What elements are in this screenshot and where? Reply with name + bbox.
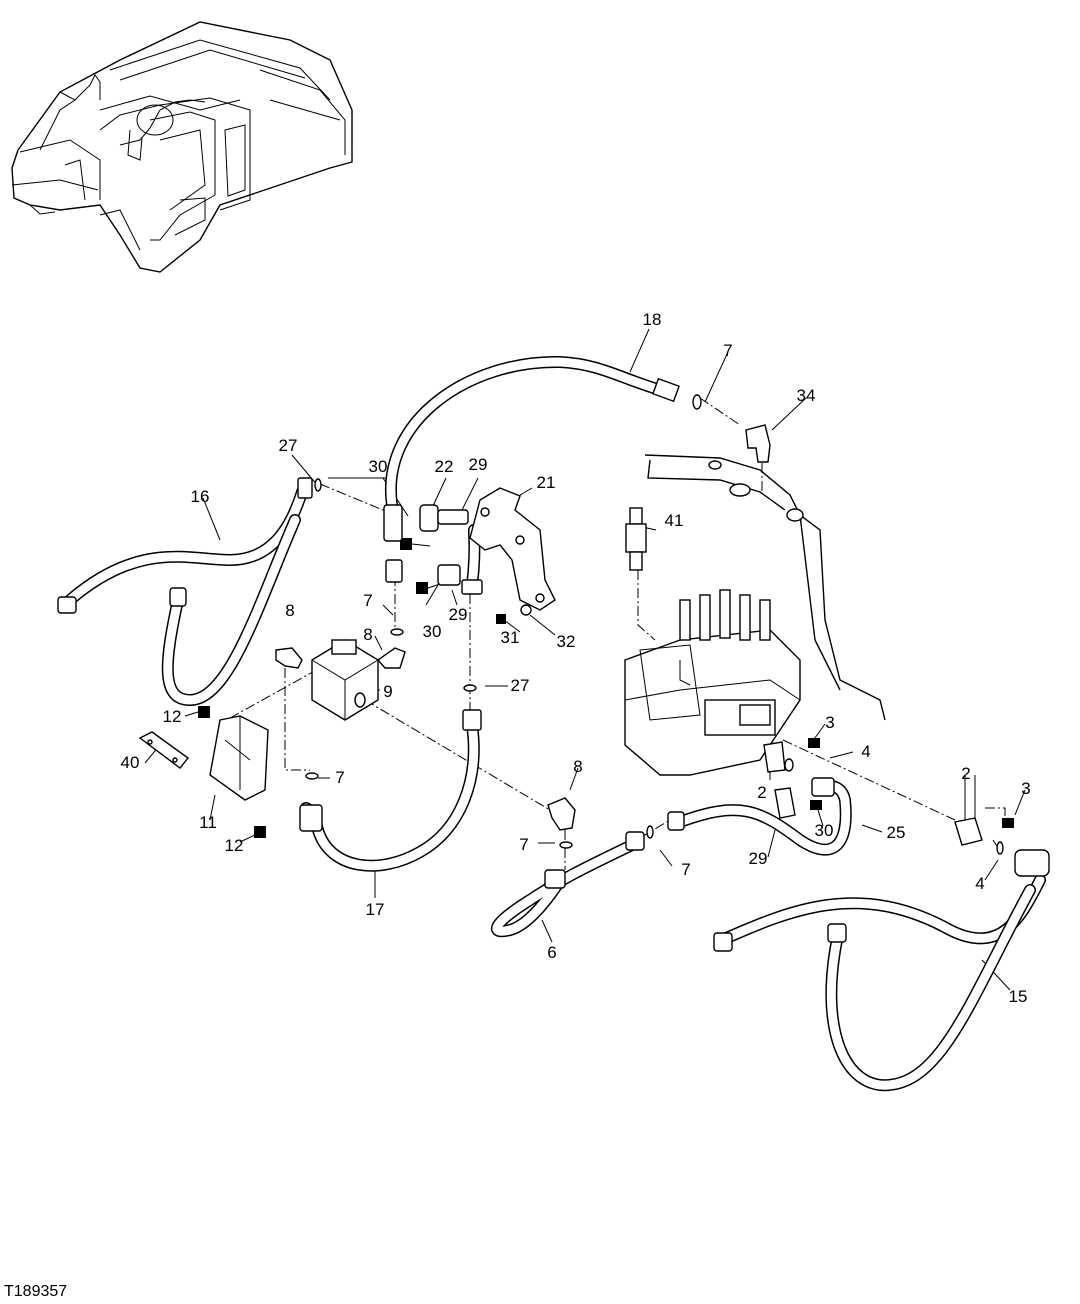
callout-21: 21: [537, 473, 556, 492]
elbow-fitting-8-left: [275, 647, 303, 669]
o-ring-4-upper: [784, 758, 794, 772]
callout-4: 4: [861, 742, 870, 761]
callout-12: 12: [163, 707, 182, 726]
o-ring-7-left: [305, 772, 319, 780]
callout-7: 7: [681, 860, 690, 879]
plate-40: [138, 731, 190, 769]
bracket-11: [209, 715, 269, 801]
callout-29: 29: [469, 455, 488, 474]
manifold-block-9: [311, 639, 379, 721]
hose-15: [713, 849, 1050, 1092]
elbow-fitting-8-lower: [547, 797, 576, 831]
bolt-3-right: [1002, 818, 1014, 828]
callout-30: 30: [815, 821, 834, 840]
callout-31: 31: [501, 628, 520, 647]
o-ring-4-lower: [996, 841, 1004, 855]
callout-34: 34: [797, 386, 816, 405]
callout-41: 41: [665, 511, 684, 530]
bolt-12-upper: [198, 706, 210, 718]
bolt-31: [496, 614, 506, 624]
figure-reference-number: T189357: [4, 1283, 67, 1300]
leader-lines: [144, 328, 1026, 991]
elbow-fitting-34: [745, 424, 771, 463]
clamp-22: [419, 504, 469, 532]
o-ring-27-upper: [314, 478, 322, 492]
o-ring-27-lower: [463, 684, 477, 692]
callout-7: 7: [723, 341, 732, 360]
callout-3: 3: [825, 713, 834, 732]
callout-29: 29: [449, 605, 468, 624]
bolt-30-upper: [400, 538, 431, 550]
flange-clamp-2-right: [954, 817, 983, 846]
callout-30: 30: [423, 622, 442, 641]
callout-27: 27: [511, 676, 530, 695]
hose-18-fitting: [383, 504, 403, 583]
callout-8: 8: [285, 601, 294, 620]
machine-overview-illustration: [11, 21, 353, 273]
callout-7: 7: [335, 768, 344, 787]
callout-22: 22: [435, 457, 454, 476]
callout-12: 12: [225, 836, 244, 855]
clamp-29-upper: [437, 564, 461, 586]
hose-18: [384, 355, 680, 511]
o-ring-7-bottom: [559, 841, 573, 849]
callout-7: 7: [519, 835, 528, 854]
callout-29: 29: [749, 849, 768, 868]
callout-3: 3: [1021, 779, 1030, 798]
callout-2: 2: [757, 783, 766, 802]
callout-4: 4: [975, 874, 984, 893]
flange-clamp-2-upper: [763, 741, 786, 773]
o-ring-7-right: [646, 825, 654, 839]
callout-18: 18: [643, 310, 662, 329]
control-valve-assembly: [624, 454, 886, 776]
bolt-30-right: [810, 800, 822, 810]
callout-15: 15: [1009, 987, 1028, 1006]
bolt-30-lower: [416, 582, 441, 594]
callout-11: 11: [199, 813, 217, 832]
callout-40: 40: [121, 753, 140, 772]
pressure-sensor-41: [625, 507, 647, 571]
hose-6: [490, 831, 645, 938]
callout-32: 32: [557, 632, 576, 651]
callout-6: 6: [547, 943, 556, 962]
hose-17: [299, 709, 482, 872]
callout-16: 16: [191, 487, 210, 506]
callout-labels: 18 7 34 27 30 22 29 21 16 41 7 30 29 8 8…: [121, 310, 1031, 1006]
washer-32: [520, 604, 532, 616]
o-ring-7-top: [692, 394, 702, 410]
elbow-fitting-8-mid: [376, 647, 406, 669]
bracket-21: [469, 487, 556, 611]
hose-16: [57, 477, 313, 707]
callout-8: 8: [573, 757, 582, 776]
callout-25: 25: [887, 823, 906, 842]
callout-27: 27: [279, 436, 298, 455]
bolt-3-upper: [808, 738, 820, 748]
callout-8: 8: [363, 625, 372, 644]
nut-12-lower: [254, 826, 266, 838]
clamp-29-lower: [774, 787, 796, 819]
o-ring-7-mid: [390, 628, 404, 636]
hose-25: [667, 777, 852, 856]
callout-2: 2: [961, 764, 970, 783]
callout-7: 7: [363, 591, 372, 610]
callout-30: 30: [369, 457, 388, 476]
callout-9: 9: [383, 682, 392, 701]
callout-17: 17: [366, 900, 385, 919]
